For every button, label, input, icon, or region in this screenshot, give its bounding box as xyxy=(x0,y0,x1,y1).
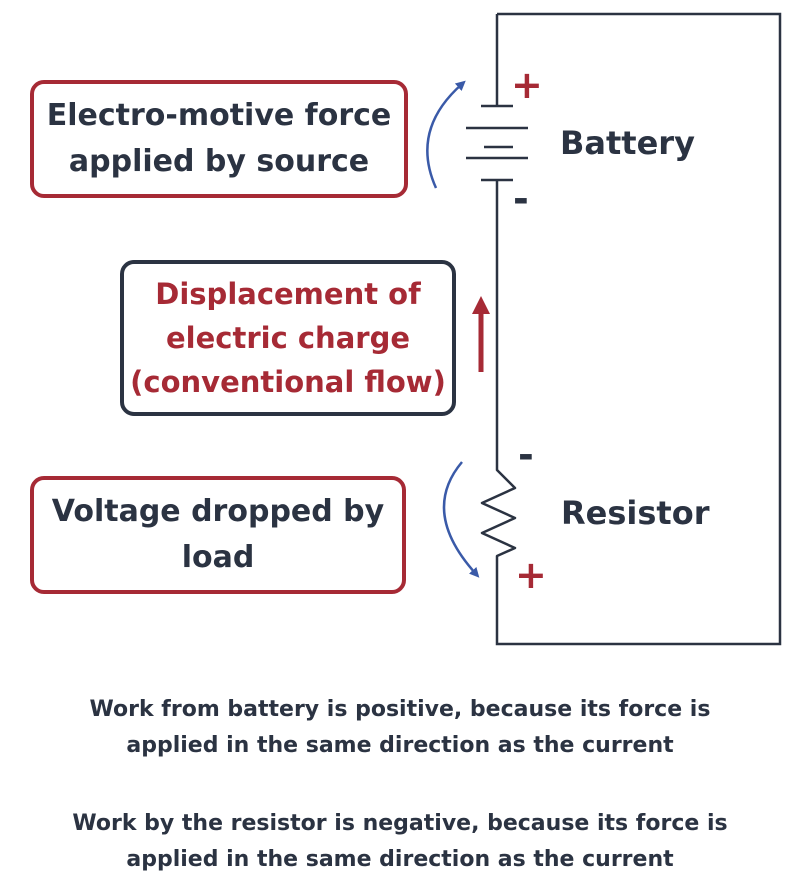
battery-work-note-line-2: applied in the same direction as the cur… xyxy=(126,733,674,758)
voltage-label-line-2: load xyxy=(181,540,255,575)
emf-label-box: Electro-motive force applied by source xyxy=(30,80,408,198)
voltage-label-box: Voltage dropped by load xyxy=(30,476,406,594)
battery-label: Battery xyxy=(560,124,695,162)
displacement-label-box: Displacement of electric charge (convent… xyxy=(120,260,456,416)
resistor-minus-sign: - xyxy=(518,433,534,477)
resistor-work-note-line-2: applied in the same direction as the cur… xyxy=(126,847,674,872)
displacement-label-line-3: (conventional flow) xyxy=(130,365,446,399)
battery-minus-sign: - xyxy=(513,177,529,221)
voltage-label-line-1: Voltage dropped by xyxy=(51,494,385,529)
resistor-label: Resistor xyxy=(561,494,710,532)
emf-label-line-2: applied by source xyxy=(68,144,370,179)
displacement-label-line-2: electric charge xyxy=(166,321,410,355)
displacement-label-line-1: Displacement of xyxy=(155,277,421,311)
resistor-work-note: Work by the resistor is negative, becaus… xyxy=(0,806,800,878)
battery-work-note-line-1: Work from battery is positive, because i… xyxy=(89,697,711,722)
circuit-wire xyxy=(495,12,782,646)
resistor-work-note-line-1: Work by the resistor is negative, becaus… xyxy=(72,811,728,836)
emf-label-line-1: Electro-motive force xyxy=(46,98,392,133)
emf-curved-arrow xyxy=(426,80,466,189)
battery-symbol xyxy=(466,104,528,182)
voltage-curved-arrow xyxy=(442,461,480,578)
resistor-symbol xyxy=(480,446,517,568)
current-flow-arrow xyxy=(472,296,490,372)
battery-work-note: Work from battery is positive, because i… xyxy=(0,692,800,764)
battery-plus-sign: + xyxy=(511,63,543,107)
resistor-plus-sign: + xyxy=(515,553,547,597)
